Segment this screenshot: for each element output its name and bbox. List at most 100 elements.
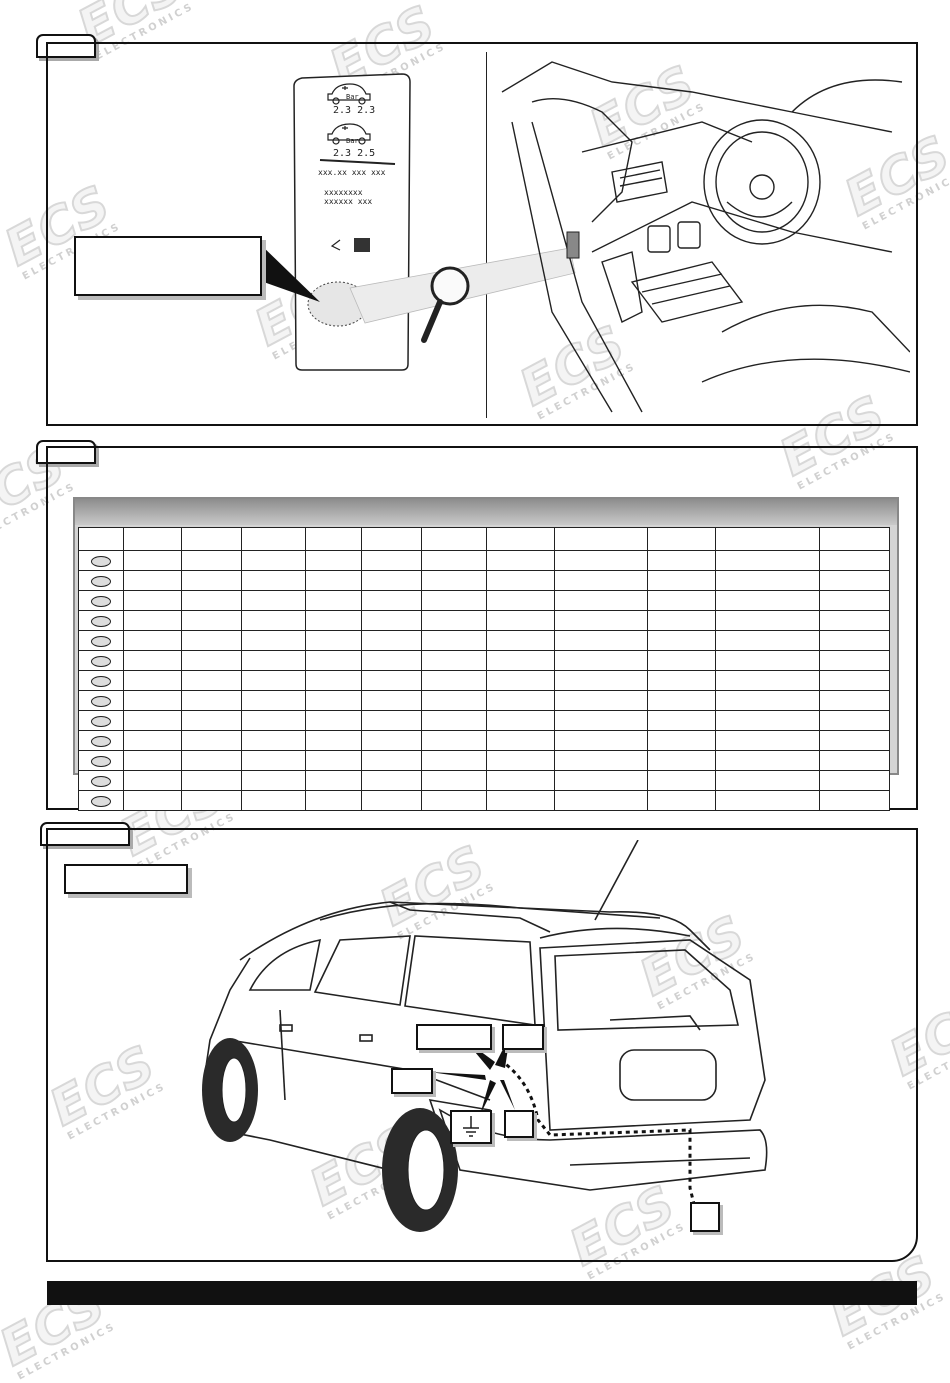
table-cell [122,550,182,571]
table-cell [421,770,487,791]
table-cell [715,770,820,791]
table-cell [180,670,243,691]
tire-values-1: 2.3 2.3 [333,105,376,116]
table-cell [421,710,487,731]
table-cell [715,670,820,691]
table-cell [240,670,307,691]
pin-icon [90,756,111,767]
pin-cell [78,650,124,671]
table-cell [122,710,182,731]
table-cell [485,710,555,731]
header-cell [78,527,124,551]
table-cell [715,630,820,651]
callout-pointer [258,242,320,302]
table-cell [553,670,649,691]
table-cell [421,550,487,571]
label-callout-box [74,236,262,296]
table-cell [647,570,717,591]
table-cell [122,670,182,691]
table-cell [240,750,307,771]
table-header-row [78,527,891,551]
table-cell [240,590,307,611]
table-cell [240,550,307,571]
panel-tire-label-location [46,42,918,426]
table-cell [818,790,891,811]
callout-socket [690,1202,720,1232]
table-cell [122,770,182,791]
table-cell [553,630,649,651]
pin-icon [90,656,111,667]
table-cell [240,690,307,711]
table-cell [122,630,182,651]
pin-table [78,527,891,811]
header-cell [361,527,423,551]
table-cell [485,750,555,771]
table-cell [485,670,555,691]
pin-icon [90,676,111,687]
callout-ground [450,1110,492,1144]
table-cell [647,630,717,651]
callout-connector-c [391,1068,433,1094]
table-row [78,590,891,611]
table-cell [485,690,555,711]
table-cell [180,650,243,671]
table-cell [647,730,717,751]
table-cell [180,730,243,751]
table-cell [715,690,820,711]
table-cell [818,610,891,631]
pin-cell [78,590,124,611]
pin-icon [90,696,111,707]
table-cell [553,690,649,711]
footer-bar [47,1281,917,1305]
pin-cell [78,750,124,771]
table-cell [421,630,487,651]
table-cell [305,630,363,651]
table-cell [715,650,820,671]
table-cell [305,750,363,771]
table-cell [305,650,363,671]
table-cell [647,590,717,611]
table-cell [122,650,182,671]
table-cell [818,730,891,751]
table-cell [122,610,182,631]
table-cell [421,590,487,611]
table-cell [180,750,243,771]
table-cell [421,570,487,591]
table-cell [553,790,649,811]
table-cell [818,750,891,771]
car-interior-illustration [501,61,910,413]
header-cell [421,527,487,551]
table-cell [122,730,182,751]
door-icon [330,238,370,252]
car-icon [327,123,371,145]
table-cell [715,710,820,731]
table-cell [122,750,182,771]
table-cell [553,590,649,611]
table-cell [240,630,307,651]
table-cell [361,690,423,711]
pin-table-title-bar [75,499,897,525]
table-cell [553,570,649,591]
table-cell [818,650,891,671]
table-cell [818,630,891,651]
table-cell [361,650,423,671]
magnifier-beam [349,247,576,343]
table-cell [361,750,423,771]
table-cell [715,730,820,751]
table-cell [180,590,243,611]
pin-icon [90,556,111,567]
table-cell [553,550,649,571]
table-cell [553,750,649,771]
table-cell [818,670,891,691]
table-cell [361,550,423,571]
table-cell [421,750,487,771]
pin-cell [78,630,124,651]
table-cell [180,570,243,591]
pin-cell [78,670,124,691]
tire-code-line: xxx.xx xxx xxx [318,168,386,177]
table-cell [818,770,891,791]
pin-icon [90,596,111,607]
tire-values-2: 2.3 2.5 [333,148,376,159]
table-row [78,650,891,671]
header-cell [180,527,243,551]
